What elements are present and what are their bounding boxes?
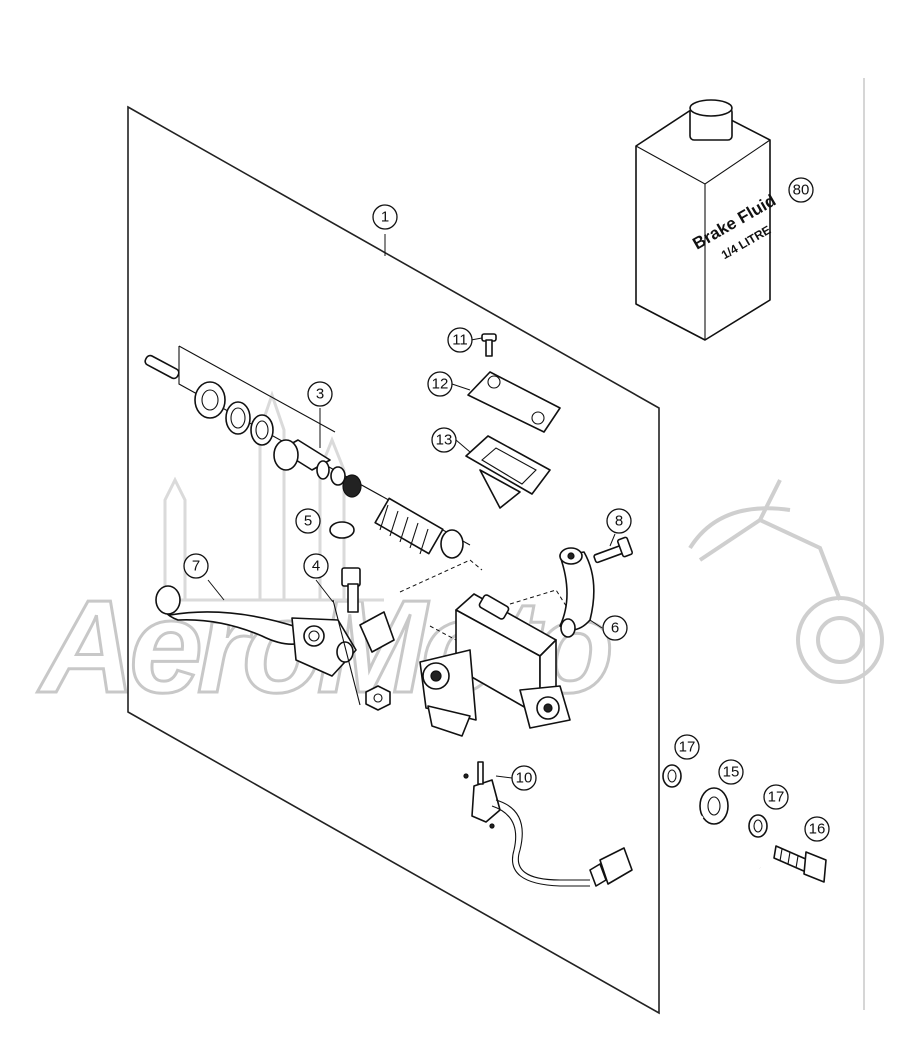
washer-part <box>329 521 355 539</box>
callout-8: 8 <box>606 508 632 534</box>
callout-15: 15 <box>718 759 744 785</box>
banjo-brake-line <box>694 787 761 870</box>
callout-7: 7 <box>183 553 209 579</box>
brake-light-switch <box>463 761 633 887</box>
cover-screw <box>481 333 497 357</box>
small-seal <box>330 466 346 486</box>
svg-text:6: 6 <box>611 620 619 637</box>
brake-lever <box>155 585 395 677</box>
callout-1: 1 <box>372 204 398 230</box>
svg-text:8: 8 <box>615 513 623 530</box>
svg-text:1: 1 <box>381 209 389 226</box>
spring-part <box>374 497 444 555</box>
clamp-bolt <box>593 536 634 564</box>
callout-10: 10 <box>511 765 537 791</box>
svg-text:15: 15 <box>723 764 740 781</box>
svg-text:5: 5 <box>304 513 312 530</box>
svg-text:10: 10 <box>516 770 533 787</box>
reservoir-cover <box>467 371 561 433</box>
pivot-bolt <box>341 567 361 613</box>
leader-lines <box>207 234 616 779</box>
kit-panel-outline <box>127 105 660 1015</box>
callout-16: 16 <box>804 816 830 842</box>
svg-text:17: 17 <box>679 739 696 756</box>
svg-text:4: 4 <box>312 558 320 575</box>
bushing-part <box>194 381 226 419</box>
svg-text:16: 16 <box>809 821 826 838</box>
callout-17-lower: 17 <box>763 784 789 810</box>
callout-5: 5 <box>295 508 321 534</box>
bolt-axis-line <box>332 599 361 706</box>
banjo-bolt <box>773 845 827 883</box>
svg-text:7: 7 <box>192 558 200 575</box>
seal-kit-bracket-top <box>178 345 336 433</box>
callout-80: 80 <box>788 177 814 203</box>
assembly-dash-2 <box>429 625 457 641</box>
svg-text:12: 12 <box>432 376 449 393</box>
callout-17-upper: 17 <box>674 734 700 760</box>
assembly-dash-3 <box>509 589 571 613</box>
svg-text:13: 13 <box>436 432 453 449</box>
seal-ring-b <box>250 414 274 446</box>
watermark-motorcycle-icon <box>688 479 884 684</box>
seal-kit-bracket <box>178 346 471 546</box>
end-seal <box>440 529 464 559</box>
copper-washer-lower <box>748 814 768 838</box>
lock-nut <box>365 685 391 711</box>
svg-text:17: 17 <box>768 789 785 806</box>
callout-13: 13 <box>431 427 457 453</box>
pin-part <box>144 354 180 380</box>
callout-4: 4 <box>303 553 329 579</box>
copper-washer-upper <box>662 764 682 788</box>
seal-ring-a <box>225 401 251 435</box>
callout-6: 6 <box>602 615 628 641</box>
handlebar-clamp <box>559 547 595 638</box>
svg-text:80: 80 <box>793 182 810 199</box>
callout-12: 12 <box>427 371 453 397</box>
assembly-dash-1 <box>399 559 483 593</box>
callout-3: 3 <box>307 381 333 407</box>
piston-part <box>273 439 331 480</box>
svg-text:11: 11 <box>452 332 468 349</box>
callout-11: 11 <box>447 327 473 353</box>
cup-seal <box>342 474 362 498</box>
master-cylinder-body <box>419 593 571 737</box>
reservoir-gasket <box>465 435 551 509</box>
svg-text:3: 3 <box>316 386 324 403</box>
brake-fluid-can: Brake Fluid 1/4 LITRE <box>635 99 779 341</box>
